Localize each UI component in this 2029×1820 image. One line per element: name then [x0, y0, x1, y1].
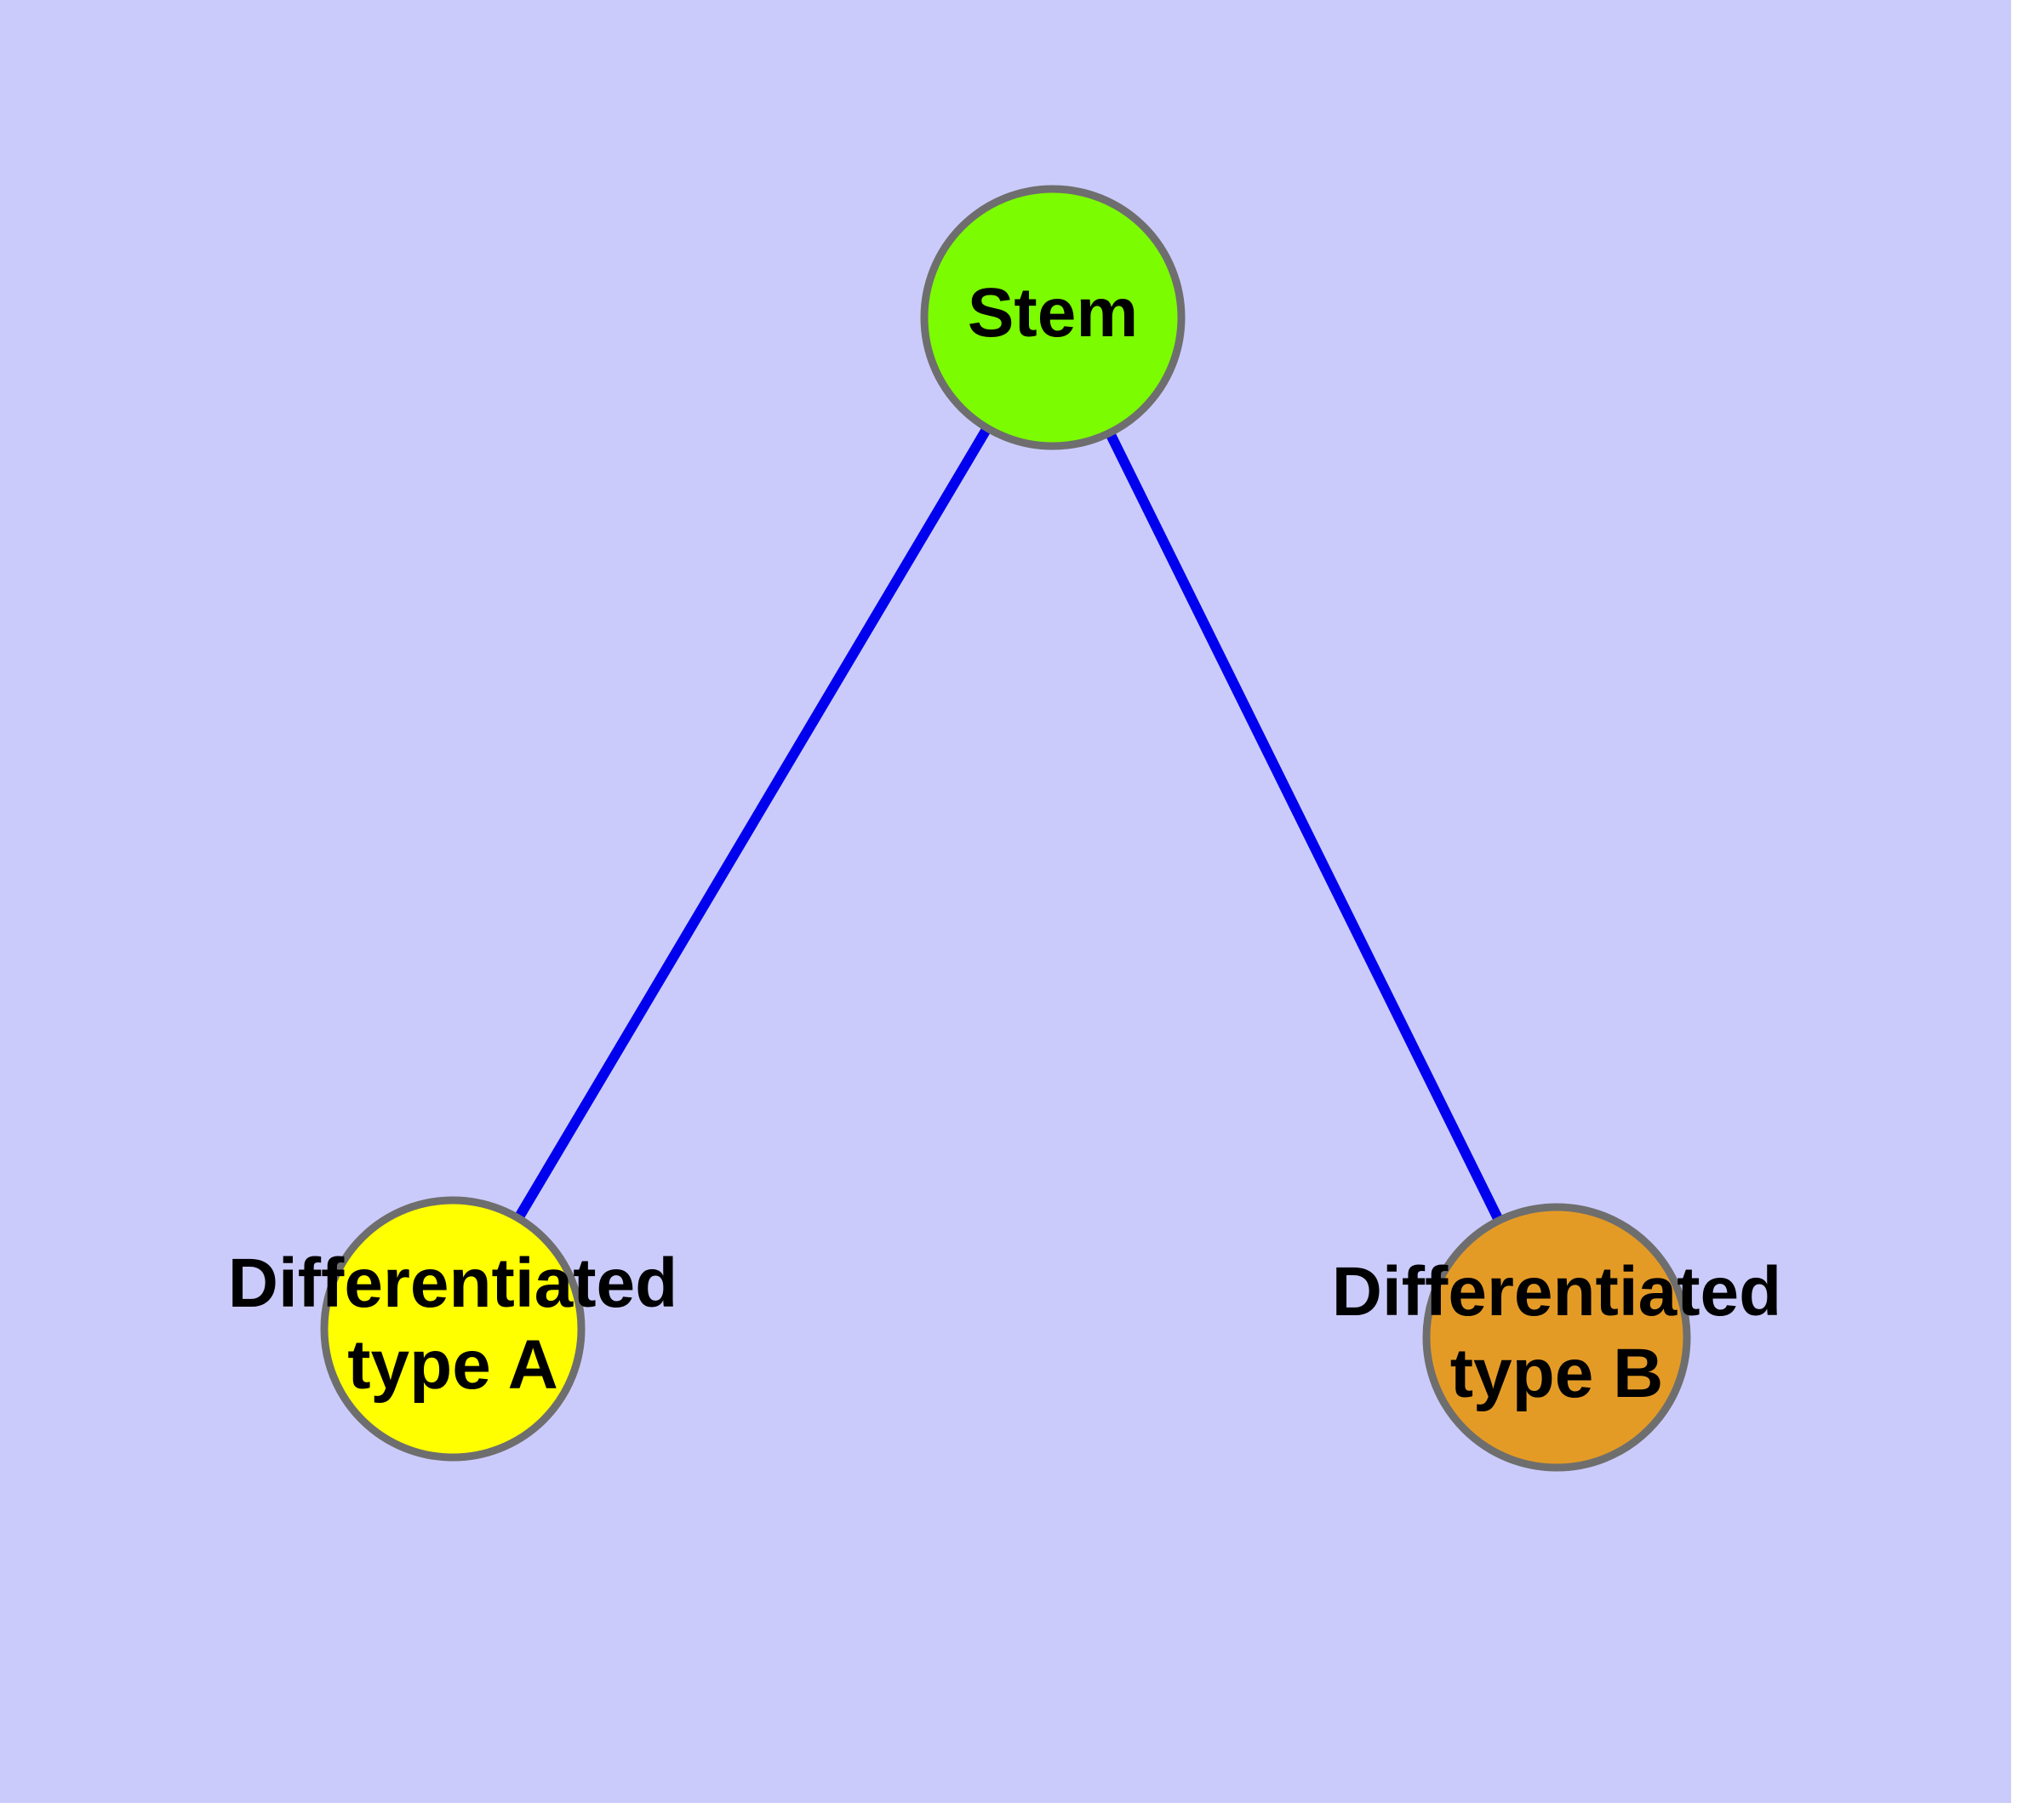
graph-node-label-stem: Stem	[968, 274, 1139, 352]
nodes-group	[320, 185, 1691, 1472]
graph-node-label-line: type B	[1450, 1335, 1664, 1412]
edges-group	[512, 422, 1506, 1227]
graph-node-diff_b[interactable]	[1422, 1203, 1691, 1472]
graph-node-diff_a[interactable]	[320, 1196, 586, 1462]
graph-node-label-line: type A	[347, 1326, 558, 1404]
graph-edge-stem-to-diff_b	[1103, 427, 1506, 1227]
graph-node-label-line: Differentiated	[228, 1245, 678, 1322]
graph-edge-stem-to-diff_a	[512, 422, 994, 1224]
graph-node-label-line: Stem	[968, 274, 1139, 352]
graph-node-stem[interactable]	[920, 185, 1186, 450]
graph-node-label-line: Differentiated	[1332, 1253, 1782, 1331]
